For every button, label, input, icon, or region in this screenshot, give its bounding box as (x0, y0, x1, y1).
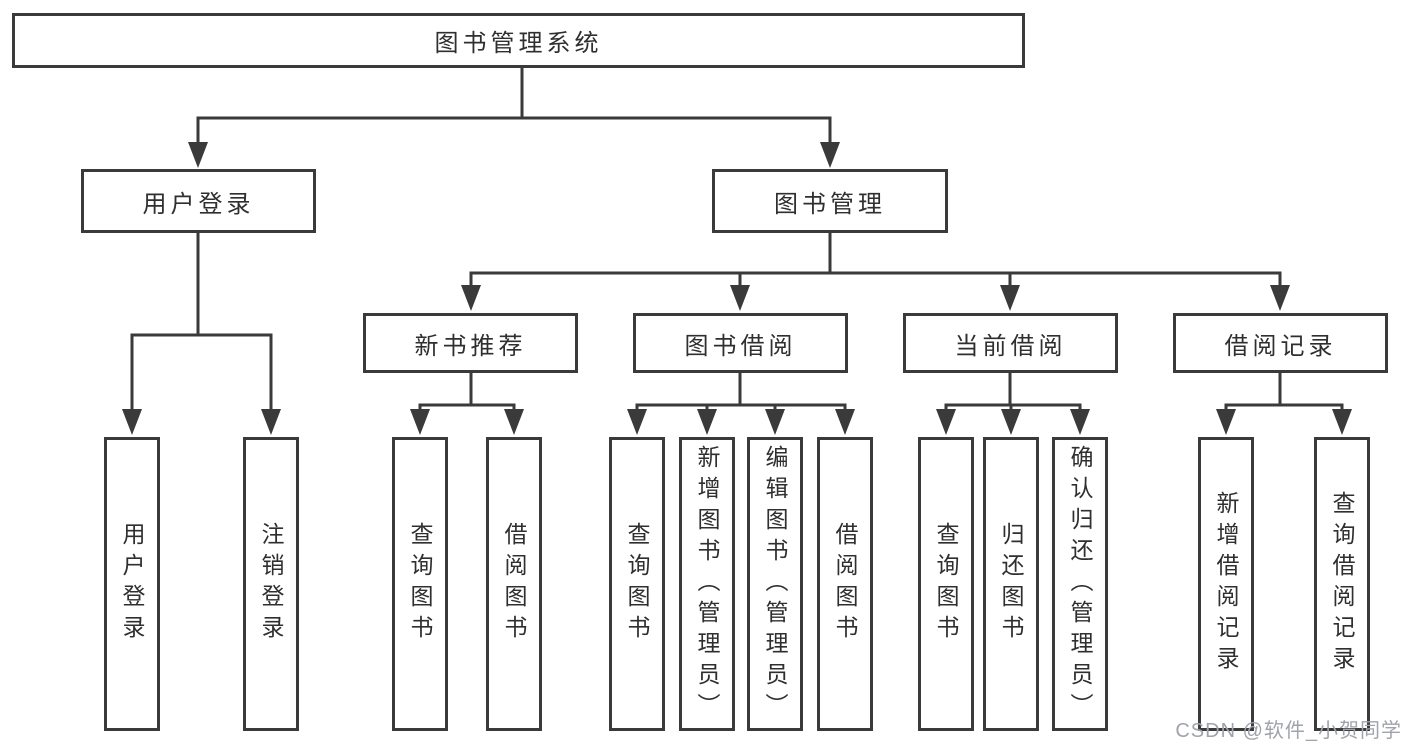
leaf-logout: 注销登录 (243, 437, 299, 731)
leaf-user-login: 用户登录 (104, 437, 160, 731)
leaf-query-books-1: 查询图书 (392, 437, 448, 731)
leaf-query-books-2: 查询图书 (609, 437, 665, 731)
csdn-watermark: CSDN @软件_小贺同学 (1175, 720, 1402, 742)
leaf-confirm-return-admin: 确认归还（管理员） (1052, 437, 1108, 731)
node-borrow-records: 借阅记录 (1173, 313, 1388, 373)
node-user-login: 用户登录 (81, 169, 316, 233)
leaf-return-book: 归还图书 (983, 437, 1039, 731)
node-root: 图书管理系统 (12, 13, 1025, 68)
leaf-add-borrow-record: 新增借阅记录 (1198, 437, 1254, 731)
node-book-borrow: 图书借阅 (633, 313, 848, 373)
leaf-borrow-books-1: 借阅图书 (486, 437, 542, 731)
leaf-query-borrow-record: 查询借阅记录 (1314, 437, 1370, 731)
leaf-add-book-admin: 新增图书（管理员） (679, 437, 735, 731)
leaf-edit-book-admin: 编辑图书（管理员） (747, 437, 803, 731)
leaf-query-books-3: 查询图书 (918, 437, 974, 731)
node-book-management: 图书管理 (712, 169, 948, 233)
node-current-borrow: 当前借阅 (903, 313, 1118, 373)
node-new-book-recommend: 新书推荐 (363, 313, 578, 373)
leaf-borrow-books-2: 借阅图书 (817, 437, 873, 731)
